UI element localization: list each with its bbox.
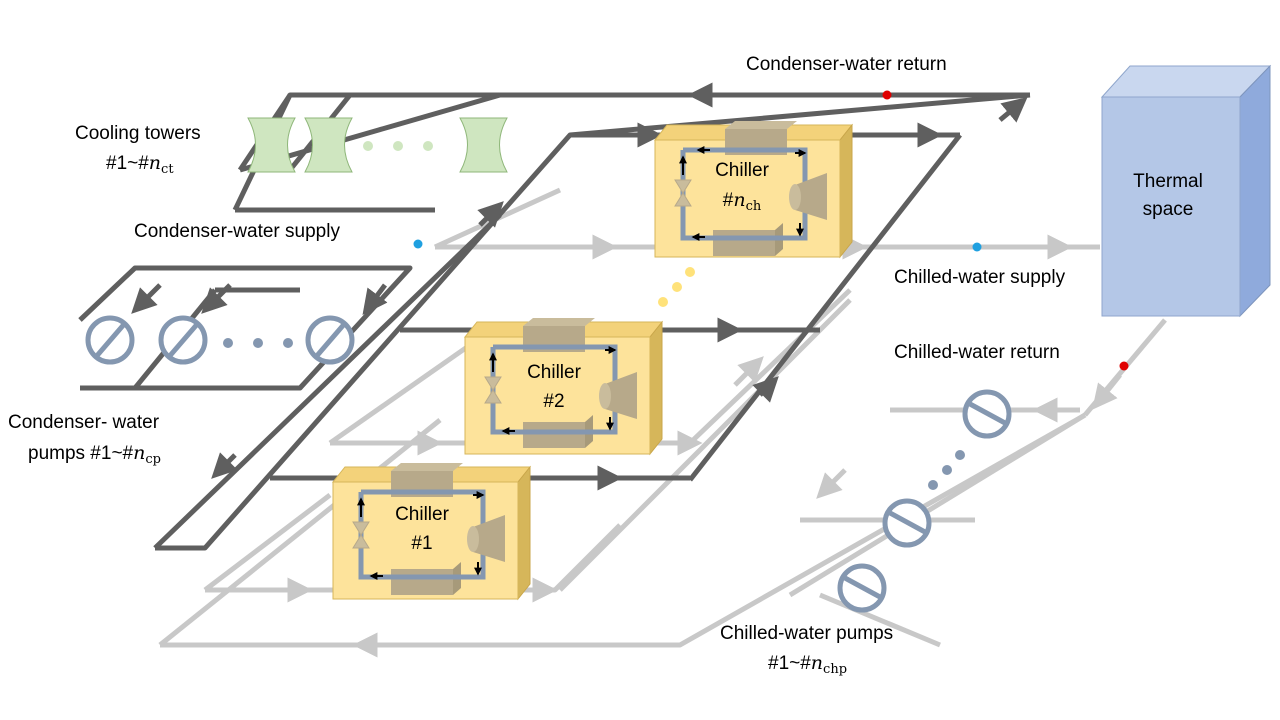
ellipsis-dot — [423, 141, 433, 151]
cooling-tower-2 — [304, 117, 353, 173]
chiller-2-number: #2 — [543, 391, 564, 412]
condenser-water-arrows — [131, 82, 1028, 491]
cooling-towers-label-1: Cooling towers — [75, 123, 201, 144]
compressor-icon — [795, 173, 827, 220]
cooling-towers — [247, 117, 508, 173]
pump-icon — [882, 498, 932, 548]
chilled-water-pumps — [837, 389, 1012, 613]
pump-icon — [305, 315, 355, 365]
chilled-water-return-label: Chilled-water return — [894, 342, 1060, 363]
pump-icon — [962, 389, 1012, 439]
chiller-ellipsis — [658, 267, 695, 307]
cooling-towers-label-2: #1~#nct — [106, 152, 174, 177]
chiller-2-label: Chiller — [527, 362, 582, 383]
chilled-water-arrows — [270, 234, 1122, 658]
thermal-space-label-1: Thermal — [1133, 171, 1203, 192]
expansion-valve-icon — [484, 376, 502, 404]
chiller-1-number: #1 — [411, 533, 432, 554]
cooling-tower-n — [459, 117, 508, 173]
chilled-water-supply-label: Chilled-water supply — [894, 267, 1066, 288]
evaporator-hx — [391, 569, 453, 595]
chiller-2 — [463, 318, 664, 456]
condenser-water-return-label: Condenser-water return — [746, 54, 947, 75]
chilled-return-sensor — [1119, 361, 1129, 371]
chilled-pumps-label-2: #1~#nchp — [768, 652, 847, 677]
condenser-pumps-label-1: Condenser- water — [8, 412, 160, 433]
thermal-space: Thermal space — [1100, 64, 1272, 318]
evaporator-hx — [523, 422, 585, 448]
cooling-tower-1 — [247, 117, 296, 173]
ellipsis-dot — [223, 338, 233, 348]
chiller-n-label: Chiller — [715, 160, 770, 181]
thermal-space-label-2: space — [1143, 199, 1194, 220]
ellipsis-dot — [955, 450, 965, 460]
chilled-supply-sensor — [972, 242, 982, 252]
pump-icon — [837, 563, 887, 613]
ellipsis-dot — [928, 480, 938, 490]
expansion-valve-icon — [352, 521, 370, 549]
condenser-water-pumps — [85, 315, 355, 365]
expansion-valve-icon — [674, 179, 692, 207]
ellipsis-dot — [393, 141, 403, 151]
compressor-icon — [605, 372, 637, 419]
chilled-pumps-label-1: Chilled-water pumps — [720, 623, 893, 644]
ellipsis-dot — [253, 338, 263, 348]
condenser-supply-sensor — [413, 239, 423, 249]
ellipsis-dot — [363, 141, 373, 151]
compressor-icon — [473, 515, 505, 562]
chiller-labels: Chiller #nch Chiller #2 Chiller #1 — [395, 160, 770, 554]
evaporator-hx — [713, 230, 775, 256]
condenser-water-supply-label: Condenser-water supply — [134, 221, 340, 242]
ellipsis-dot — [283, 338, 293, 348]
pump-icon — [158, 315, 208, 365]
chiller-n — [653, 121, 854, 259]
condenser-return-sensor — [882, 90, 892, 100]
chiller-n-number: #nch — [723, 189, 762, 214]
condenser-pumps-label-2: pumps #1~#ncp — [28, 442, 161, 467]
chiller-1 — [331, 463, 532, 601]
ellipsis-dot — [942, 465, 952, 475]
chiller-1-label: Chiller — [395, 504, 450, 525]
pump-icon — [85, 315, 135, 365]
